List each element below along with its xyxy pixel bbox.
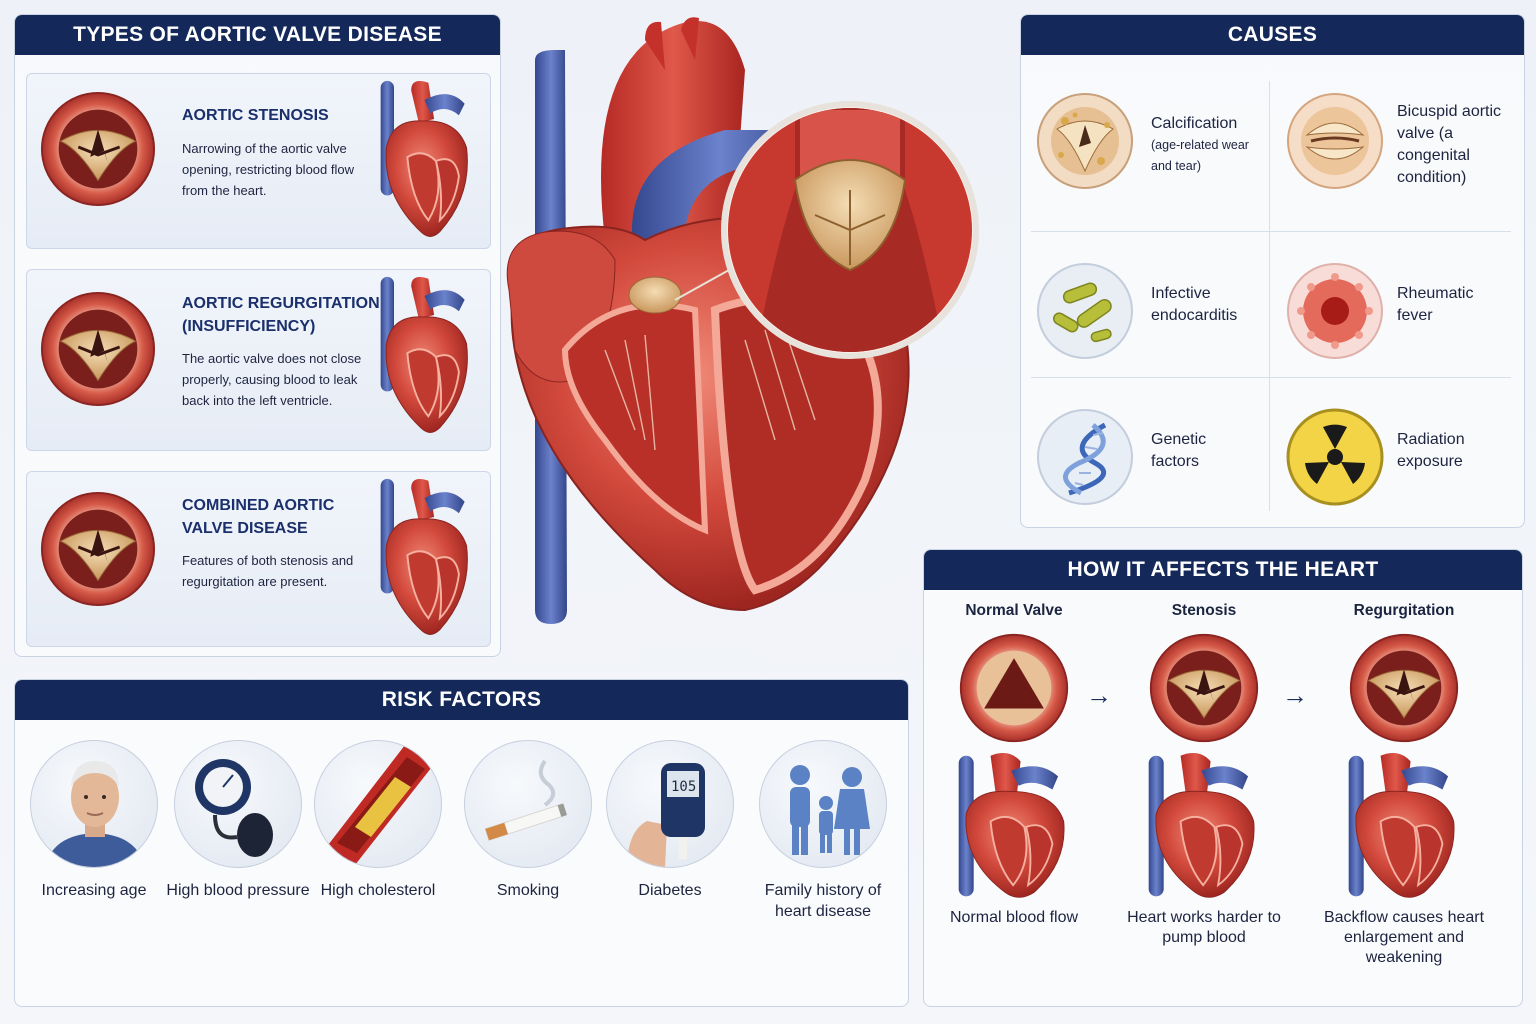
- effect-title: Regurgitation: [1353, 602, 1455, 619]
- type-desc: Narrowing of the aortic valve opening, r…: [182, 141, 354, 198]
- arrow-icon: →: [1282, 680, 1308, 710]
- open-valve-icon: [958, 632, 1070, 744]
- stenosis-valve-icon: [39, 90, 157, 208]
- risk-diabetes: 105 Diabetes: [595, 740, 745, 901]
- type-card-regurgitation: AORTIC REGURGITATION (INSUFFICIENCY) The…: [26, 269, 491, 451]
- heart-icon: [1141, 752, 1267, 902]
- calcified-valve-icon: [1037, 93, 1133, 189]
- regurgitation-valve-icon: [1348, 632, 1460, 744]
- heart-icon: [1341, 752, 1467, 902]
- regurgitation-valve-icon: [39, 290, 157, 408]
- type-card-combined: COMBINED AORTIC VALVE DISEASE Features o…: [26, 471, 491, 647]
- type-title: AORTIC REGURGITATION (INSUFFICIENCY): [182, 295, 380, 335]
- type-card-stenosis: AORTIC STENOSIS Narrowing of the aortic …: [26, 73, 491, 249]
- cause-calcification: Calcification (age-related wear and tear…: [1021, 71, 1261, 211]
- effects-header: HOW IT AFFECTS THE HEART: [924, 550, 1522, 590]
- glucose-meter-icon: 105: [606, 740, 734, 868]
- risk-label: High blood pressure: [166, 882, 310, 899]
- bacteria-icon: [1037, 263, 1133, 359]
- radiation-icon: [1286, 408, 1384, 506]
- causes-panel: CAUSES Calcification (age-related wear a…: [1020, 14, 1525, 528]
- clogged-artery-icon: [314, 740, 442, 868]
- mini-heart-icon: [373, 78, 478, 246]
- causes-header: CAUSES: [1021, 15, 1524, 55]
- cause-radiation: Radiation exposure: [1271, 387, 1511, 527]
- effect-regurgitation: Regurgitation Backflow causes heart enla…: [1314, 602, 1494, 968]
- risk-high-blood-pressure: High blood pressure: [163, 740, 313, 901]
- risk-high-cholesterol: High cholesterol: [303, 740, 453, 901]
- risk-increasing-age: Increasing age: [19, 740, 169, 901]
- dna-icon: [1037, 409, 1133, 505]
- type-desc: The aortic valve does not close properly…: [182, 351, 362, 408]
- type-desc: Features of both stenosis and regurgitat…: [182, 553, 354, 589]
- effect-label: Normal blood flow: [949, 909, 1079, 926]
- cause-label: Infective endocarditis: [1151, 285, 1238, 324]
- effects-panel: HOW IT AFFECTS THE HEART Normal Valve No…: [923, 549, 1523, 1007]
- effect-title: Normal Valve: [965, 602, 1063, 619]
- risk-family-history: Family history of heart disease: [748, 740, 898, 922]
- virus-icon: [1287, 263, 1383, 359]
- cause-label: Radiation exposure: [1397, 431, 1465, 470]
- combined-valve-icon: [39, 490, 157, 608]
- types-header: TYPES OF AORTIC VALVE DISEASE: [15, 15, 500, 55]
- risk-factors-header: RISK FACTORS: [15, 680, 908, 720]
- risk-label: High cholesterol: [320, 882, 436, 899]
- type-title: COMBINED AORTIC VALVE DISEASE: [182, 497, 335, 537]
- heart-icon: [951, 752, 1077, 902]
- cause-genetic: Genetic factors: [1021, 387, 1261, 527]
- cause-sublabel: (age-related wear and tear): [1151, 138, 1249, 173]
- risk-label: Family history of heart disease: [764, 882, 882, 920]
- cause-label: Genetic factors: [1151, 431, 1207, 470]
- risk-label: Diabetes: [638, 882, 702, 899]
- effect-normal: Normal Valve Normal blood flow: [924, 602, 1104, 928]
- effect-label: Backflow causes heart enlargement and we…: [1323, 909, 1485, 966]
- risk-label: Smoking: [496, 882, 560, 899]
- cigarette-icon: [464, 740, 592, 868]
- effect-label: Heart works harder to pump blood: [1127, 909, 1281, 946]
- type-title: AORTIC STENOSIS: [182, 107, 329, 124]
- cause-label: Bicuspid aortic valve (a congenital cond…: [1397, 103, 1502, 186]
- mini-heart-icon: [373, 274, 478, 442]
- types-panel: TYPES OF AORTIC VALVE DISEASE AORTIC STE…: [14, 14, 501, 657]
- stenosis-valve-icon: [1148, 632, 1260, 744]
- effect-title: Stenosis: [1171, 602, 1237, 619]
- effect-stenosis: Stenosis Heart works harder to pump bloo…: [1114, 602, 1294, 948]
- cause-label: Rheumatic fever: [1397, 285, 1474, 324]
- elderly-man-icon: [30, 740, 158, 868]
- risk-factors-panel: RISK FACTORS Increasing age High b: [14, 679, 909, 1007]
- cause-rheumatic-fever: Rheumatic fever: [1271, 241, 1511, 381]
- cause-endocarditis: Infective endocarditis: [1021, 241, 1261, 381]
- arrow-icon: →: [1086, 680, 1112, 710]
- heart-cross-section-illustration: [506, 17, 979, 624]
- risk-label: Increasing age: [41, 882, 147, 899]
- right-ventricle: [561, 302, 709, 535]
- risk-smoking: Smoking: [453, 740, 603, 901]
- bicuspid-valve-icon: [1287, 93, 1383, 189]
- aorta: [601, 21, 745, 240]
- mini-heart-icon: [373, 476, 478, 644]
- blood-pressure-cuff-icon: [174, 740, 302, 868]
- family-icon: [759, 740, 887, 868]
- cause-label: Calcification (age-related wear and tear…: [1151, 113, 1261, 177]
- meter-reading: 105: [671, 779, 696, 795]
- cause-bicuspid: Bicuspid aortic valve (a congenital cond…: [1271, 71, 1511, 211]
